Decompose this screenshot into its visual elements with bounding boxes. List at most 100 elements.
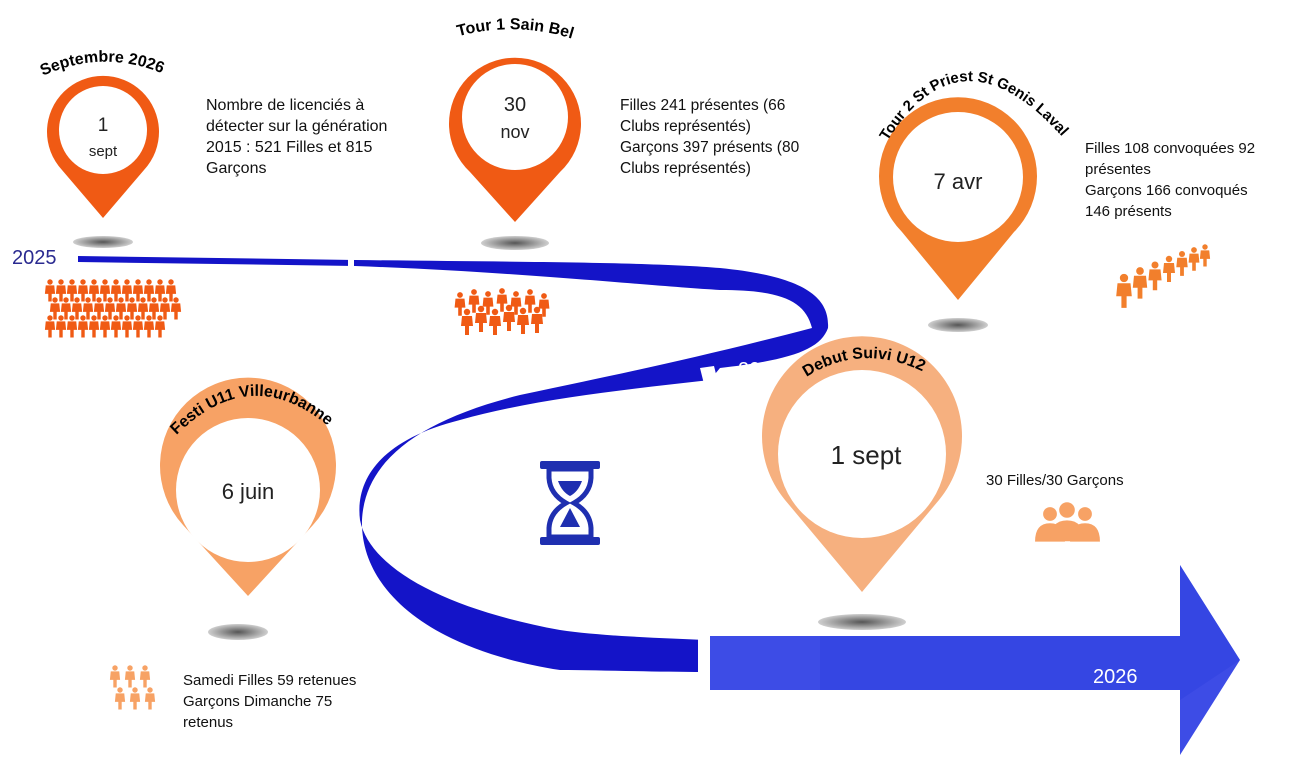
person-head [513, 291, 519, 297]
person-body [139, 671, 151, 688]
person-body [159, 303, 171, 320]
person-head [91, 315, 97, 321]
person-head [142, 665, 148, 671]
person-head [151, 297, 157, 303]
person-body [1199, 250, 1211, 267]
person-head [135, 315, 141, 321]
pin-septembre: 1 sept [47, 75, 159, 248]
description-line: Filles 108 convoquées 92 [1085, 140, 1256, 157]
team-icon [109, 665, 156, 710]
person-head [146, 315, 152, 321]
pin-day: 1 [98, 115, 109, 136]
person-head [147, 687, 153, 693]
person-head [58, 279, 64, 285]
person-body [109, 671, 121, 688]
description-line: retenus [183, 714, 234, 731]
person-body [143, 321, 155, 338]
person-body [1163, 263, 1175, 282]
person-body [475, 313, 487, 332]
person-body [44, 285, 56, 302]
road-upper [78, 256, 829, 328]
person-head [533, 306, 541, 314]
person-body [66, 285, 78, 302]
road-descend [359, 328, 828, 670]
hourglass-icon [540, 461, 600, 545]
person-head [91, 279, 97, 285]
person-body [154, 321, 166, 338]
person-head [519, 307, 527, 315]
person-head [69, 279, 75, 285]
person-head [146, 279, 152, 285]
person-body [82, 303, 94, 320]
person-body [104, 303, 116, 320]
pin-festi: 6 juin [160, 377, 336, 640]
person-head [499, 288, 505, 294]
person-body [114, 693, 126, 710]
person-body [121, 285, 133, 302]
person-body [88, 321, 100, 338]
person-body [132, 285, 144, 302]
event-description-suivi: 30 Filles/30 Garçons [986, 470, 1124, 491]
queue-icon [1116, 244, 1211, 308]
person-head [1078, 507, 1092, 521]
person-head [118, 297, 124, 303]
event-description-festi: Samedi Filles 59 retenues Garçons Dimanc… [183, 670, 356, 733]
description-line: détecter sur la génération [206, 118, 388, 135]
person-body [148, 303, 160, 320]
person-head [117, 687, 123, 693]
person-body [170, 303, 182, 320]
description-line: 146 présents [1085, 203, 1172, 220]
description-line: Garçons [206, 160, 267, 177]
person-body [1116, 283, 1132, 308]
pin-date: 7 avr [934, 169, 983, 194]
year-2026-mid-label: 2026 [738, 359, 783, 381]
person-body [55, 285, 67, 302]
person-body [165, 285, 177, 302]
person-head [69, 315, 75, 321]
person-body [60, 303, 72, 320]
person-body [66, 321, 78, 338]
person-head [1165, 255, 1173, 263]
person-body [71, 303, 83, 320]
person-head [477, 305, 485, 313]
person-body [115, 303, 127, 320]
person-body [77, 285, 89, 302]
person-body [531, 314, 543, 333]
person-head [80, 279, 86, 285]
person-body [454, 298, 466, 316]
pin-month: nov [500, 122, 529, 142]
person-head [58, 315, 64, 321]
person-body [489, 316, 501, 335]
person-head [112, 665, 118, 671]
person-body [88, 285, 100, 302]
description-line: Samedi Filles 59 retenues [183, 672, 357, 689]
person-head [52, 297, 58, 303]
description-line: 2015 : 521 Filles et 815 [206, 139, 373, 156]
event-description-tour1: Filles 241 présentes (66 Clubs représent… [620, 95, 799, 179]
person-head [47, 315, 53, 321]
crowd-icon [44, 279, 182, 338]
person-body [1050, 520, 1084, 542]
person-body [110, 321, 122, 338]
description-line: Garçons 166 convoqués [1085, 182, 1248, 199]
description-line: Clubs représentés) [620, 118, 751, 135]
person-head [527, 289, 533, 295]
person-head [505, 304, 513, 312]
person-body [129, 693, 141, 710]
person-body [1148, 269, 1162, 291]
person-body [77, 321, 89, 338]
person-head [96, 297, 102, 303]
person-head [491, 308, 499, 316]
person-body [99, 285, 111, 302]
person-head [1059, 502, 1075, 518]
person-body [517, 315, 529, 334]
person-body [99, 321, 111, 338]
description-line: Garçons Dimanche 75 [183, 693, 333, 710]
person-head [129, 297, 135, 303]
person-body [468, 295, 480, 313]
person-body [121, 321, 133, 338]
person-head [63, 297, 69, 303]
description-line: Filles 241 présentes (66 [620, 97, 786, 114]
event-description-tour2: Filles 108 convoquées 92 présentes Garço… [1085, 138, 1255, 222]
